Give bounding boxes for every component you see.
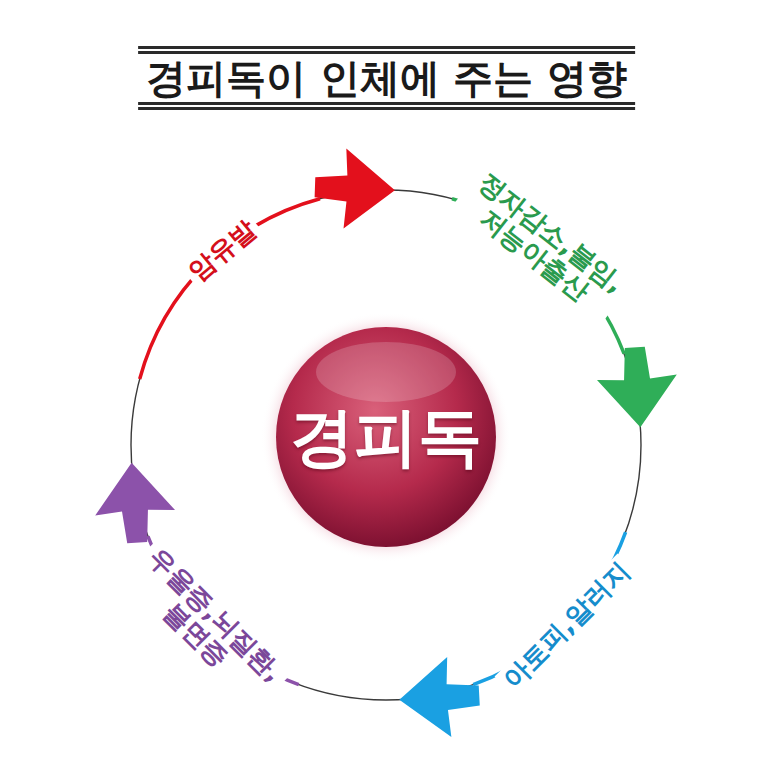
arrow-arc — [140, 199, 320, 379]
cycle-arrow — [397, 532, 625, 739]
diagram-title: 경피독이 인체에 주는 영향 — [138, 46, 636, 110]
arrow-label: 암유발 — [180, 211, 264, 288]
arrow-head — [314, 147, 397, 230]
arrow-label: 우울증,뇌질환, 불면증 — [119, 538, 293, 712]
arrow-arc — [473, 532, 625, 684]
arrow-head — [595, 345, 680, 430]
arrow-label: 아토피,알러지 — [495, 554, 638, 697]
node-label: 경피독 — [290, 394, 482, 481]
arrow-head — [92, 460, 177, 545]
arrow-head — [397, 656, 481, 740]
center-circle: 경피독 — [261, 312, 511, 562]
arrow-label: 정자감소,불임, 저능아출산 — [451, 163, 635, 324]
